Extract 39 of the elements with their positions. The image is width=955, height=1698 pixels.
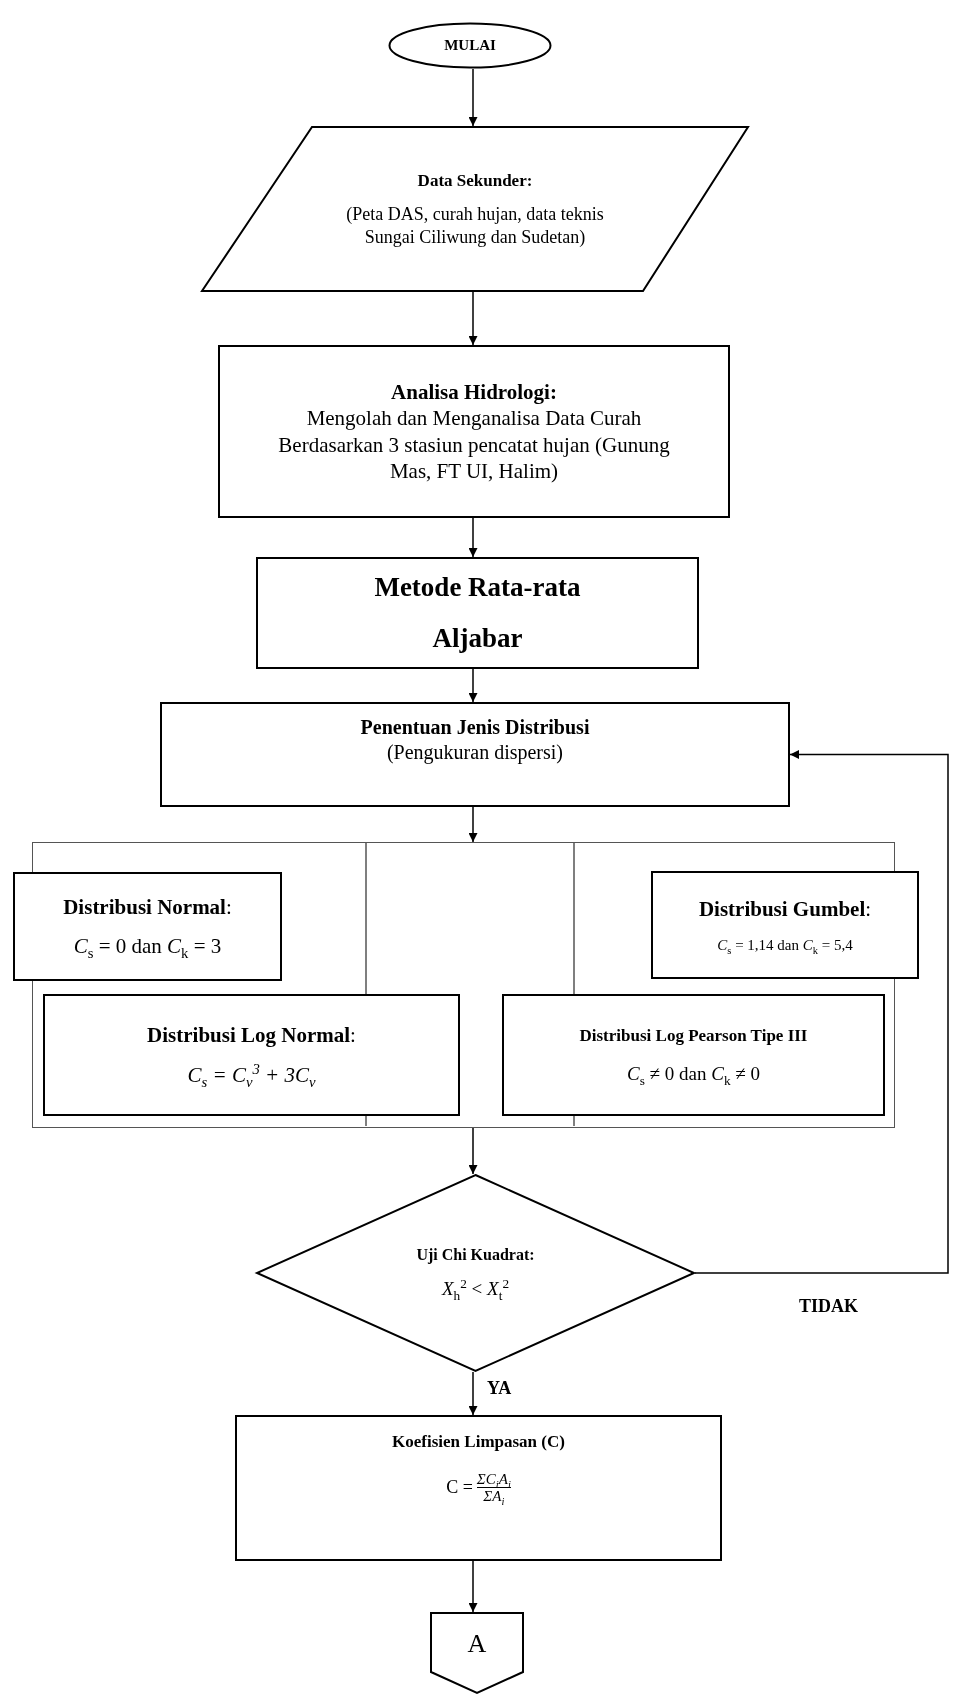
process-box bbox=[13, 872, 282, 981]
process-box bbox=[502, 994, 885, 1116]
arrow bbox=[468, 68, 478, 127]
group-frame bbox=[32, 842, 895, 1128]
process-box bbox=[43, 994, 460, 1116]
box-text: MULAI bbox=[444, 36, 496, 55]
box-title: Distribusi Normal: bbox=[63, 894, 232, 921]
process-box bbox=[651, 871, 919, 979]
process-box bbox=[235, 1415, 722, 1561]
box-text: (Peta DAS, curah hujan, data teknis Sungai Ciliwung dan Sudetan) bbox=[345, 203, 605, 249]
box-text: Mengolah dan Menganalisa Data Curah Berdasarkan 3 stasiun pencatat hujan (Gunung Mas, FT UI, Halim) bbox=[277, 405, 671, 484]
box-title: Distribusi Gumbel: bbox=[698, 895, 872, 922]
box-title: Penentuan Jenis Distribusi bbox=[360, 714, 590, 740]
arrow bbox=[694, 750, 949, 1274]
formula-text: C$_{s}$ = 0 dan C$_{k}$ = 3 bbox=[73, 932, 222, 959]
arrow bbox=[468, 1371, 478, 1416]
equation-text: C = bbox=[446, 1476, 473, 1499]
box-title: Uji Chi Kuadrat: bbox=[416, 1245, 535, 1266]
process-box bbox=[256, 557, 699, 669]
box-text: (Pengukuran dispersi) bbox=[386, 739, 564, 765]
arrow bbox=[468, 1127, 478, 1175]
box-title: Data Sekunder: bbox=[417, 169, 533, 192]
box-title: Distribusi Log Normal: bbox=[147, 1021, 356, 1048]
formula-text: C$_{s}$ = 1,14 dan C$_{k}$ = 5,4 bbox=[717, 935, 853, 955]
box-title: Koefisien Limpasan (C) bbox=[392, 1431, 565, 1453]
arrow bbox=[468, 291, 478, 346]
arrow bbox=[468, 1560, 478, 1613]
box-title: Analisa Hidrologi: bbox=[391, 379, 557, 406]
arrow bbox=[468, 668, 478, 703]
box-title: Distribusi Log Pearson Tipe III bbox=[579, 1024, 808, 1046]
fraction-denominator: ΣA$_{i}$ bbox=[483, 1488, 505, 1505]
arrow bbox=[468, 517, 478, 558]
box-text: Metode Rata-rata Aljabar bbox=[373, 570, 582, 655]
process-box bbox=[218, 345, 730, 518]
process-box bbox=[160, 702, 790, 807]
box-text: A bbox=[467, 1627, 487, 1660]
formula-text: C$_{s}$ ≠ 0 dan C$_{k}$ ≠ 0 bbox=[627, 1061, 760, 1086]
formula-text: C$_{s}$ = C$_{v}$$^{3}$ + 3C$_{v}$ bbox=[187, 1062, 316, 1089]
arrow bbox=[468, 806, 478, 843]
